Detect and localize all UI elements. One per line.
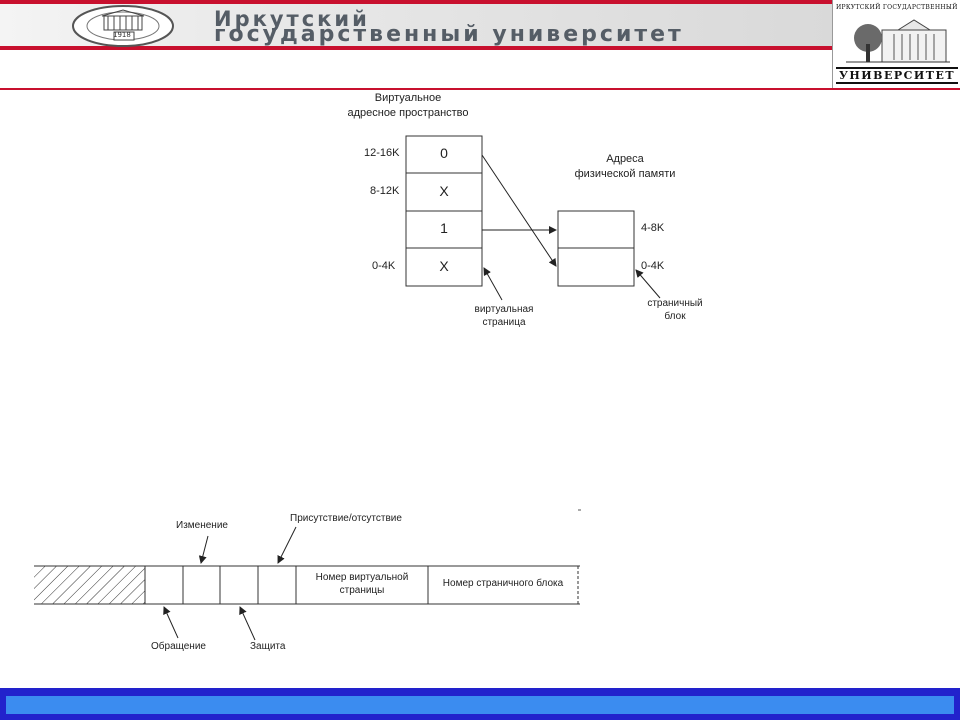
header-title-line1: Иркутский: [214, 7, 370, 31]
frame-pointer-arrow: [635, 269, 661, 299]
physical-title-line2: физической памяти: [574, 168, 676, 180]
vpage-range-1: 8-12K: [370, 185, 400, 197]
virtual-page-label-line2: страница: [482, 317, 526, 328]
vpage-range-0: 12-16K: [364, 147, 400, 159]
physical-title-line1: Адреса: [606, 153, 644, 165]
virtual-page-table: [405, 135, 483, 287]
vpage-value-3: X: [439, 258, 449, 274]
virtual-space-title-line1: Виртуальное: [374, 92, 442, 104]
page-frame-table: [557, 210, 635, 287]
mapping-arrow-page0: [481, 154, 557, 267]
label-change: Изменение: [176, 520, 228, 531]
virtual-page-pointer-arrow: [483, 267, 503, 301]
frame-range-1: 0-4K: [641, 260, 665, 272]
access-arrow: [163, 606, 179, 639]
change-arrow: [198, 535, 209, 564]
frame-range-0: 4-8K: [641, 222, 665, 234]
vpage-value-2: 1: [440, 220, 448, 236]
protection-arrow: [239, 606, 256, 641]
header-title-line2: государственный университет: [214, 22, 684, 47]
presence-arrow: [277, 526, 297, 564]
field-virtual-page-line1: Номер виртуальной: [315, 572, 409, 583]
field-frame-number: Номер страничного блока: [442, 578, 564, 589]
vpage-value-0: 0: [440, 145, 448, 161]
label-presence: Присутствие/отсутствие: [290, 513, 402, 524]
logo-top-text: ИРКУТСКИЙ ГОСУДАРСТВЕННЫЙ: [836, 4, 958, 11]
university-building-icon: [846, 19, 950, 63]
header-divider: [0, 88, 960, 90]
virtual-page-label-line1: виртуальная: [474, 304, 534, 315]
header-red-stripe-top: [0, 0, 832, 4]
vpage-range-3: 0-4K: [372, 260, 396, 272]
logo-bottom-text: УНИВЕРСИТЕТ: [836, 67, 958, 84]
virtual-space-title-line2: адресное пространство: [347, 107, 469, 119]
university-seal-icon: [72, 5, 174, 47]
reserved-hatched-field: [34, 566, 145, 604]
seal-year: 1918: [113, 31, 131, 39]
footer-inner-band: [6, 696, 954, 714]
frame-label-line2: блок: [664, 311, 686, 322]
frame-label-line1: страничный: [647, 298, 703, 309]
header-red-stripe-bottom: [0, 46, 832, 50]
field-virtual-page-line2: страницы: [339, 585, 385, 596]
label-access: Обращение: [151, 641, 206, 652]
vpage-value-1: X: [439, 183, 449, 199]
label-protection: Защита: [250, 641, 286, 652]
